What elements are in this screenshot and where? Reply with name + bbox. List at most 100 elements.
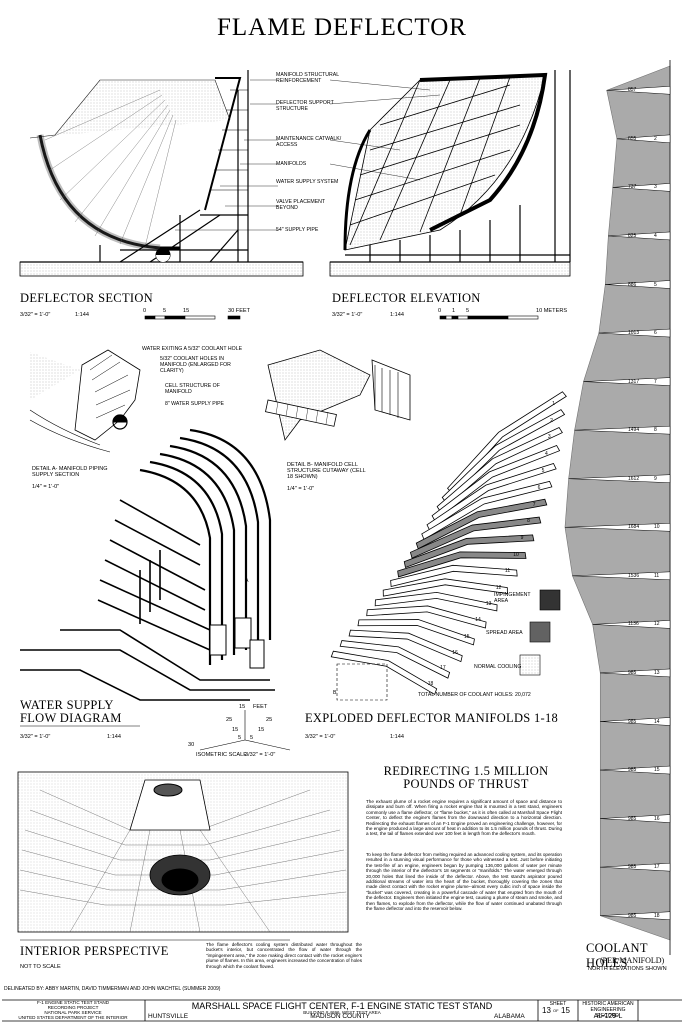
manifold-16 [348,629,463,663]
tb-record-id: AL-129-L [593,1013,623,1020]
tb-county: MADISON COUNTY [310,1013,370,1020]
interior-perspective-drawing [17,771,349,933]
coolant-count: 1536 [628,572,640,579]
coolant-manifold-index: 3 [654,184,657,191]
manifold-legend [336,589,561,701]
water-supply-piping [20,428,275,701]
coolant-manifold-index: 13 [654,669,660,676]
coolant-count: 1136 [628,621,639,628]
tb-sheet-of: OF [553,1008,559,1013]
iso-tick-5: 15 [258,727,265,733]
coolant-row-marker [600,911,671,920]
elevation-bar-2: 5 [466,308,470,314]
detail-a-callout-holes: 5/32" COOLANT HOLES IN MANIFOLD (ENLARGE… [160,356,231,374]
iso-scale-value: 3/32" = 1'-0" [245,752,276,758]
manifold-number: 18 [427,681,434,688]
manifold-18 [330,650,438,696]
manifold-number: 14 [475,617,481,624]
manifold-number: 6 [537,484,541,491]
water-supply-scale: 3/32" = 1'-0" [20,734,51,740]
detail-mark-a: A [245,578,249,584]
coolant-holes-chart [564,60,671,955]
deflector-section-drawing [19,70,304,277]
interior-note: NOT TO SCALE [20,964,61,970]
manifold-number: 9 [520,535,524,542]
coolant-subtitle: (PER MANIFOLD) [600,956,665,965]
detail-b-caption: DETAIL B- MANIFOLD CELL STRUCTURE CUTAWA… [287,462,366,480]
manifold-8 [409,516,542,559]
manifold-number: 2 [550,417,553,424]
coolant-row-marker [606,86,671,95]
elevation-scale: 3/32" = 1'-0" [332,312,363,318]
tb-left-3: NATIONAL PARK SERVICE [44,1010,102,1015]
coolant-row-marker [608,231,671,241]
coolant-count: 857 [628,87,637,94]
elevation-bar-0: 0 [438,308,442,314]
section-bar-0: 0 [143,308,147,314]
coolant-count: 1317 [628,378,640,385]
exploded-scale: 3/32" = 1'-0" [305,734,336,740]
iso-tick-3: 5 [238,735,242,741]
elevation-bar-3: 10 METERS [536,308,568,314]
coolant-count: 1494 [628,427,640,434]
coolant-row-marker [600,862,671,872]
iso-tick-7: 30 [188,742,195,748]
tb-sheet: 13 [542,1006,551,1015]
coolant-row-marker [574,425,671,435]
coolant-count: 655 [628,135,637,142]
legend-impingement: IMPINGEMENT AREA [494,592,531,604]
interior-caption: The flame deflector's cooling system dis… [206,942,362,969]
iso-tick-4: 5 [250,735,254,741]
manifold-number: 15 [464,633,470,640]
section-bar-3: 30 FEET [228,308,251,314]
isometric-scale [199,710,291,751]
iso-tick-2: 15 [232,727,239,733]
coolant-count: 1013 [628,330,640,337]
section-scale: 3/32" = 1'-0" [20,312,51,318]
iso-feet: FEET [253,704,268,710]
manifold-number: 10 [513,551,519,558]
detail-a-callout-cell: CELL STRUCTURE OF MANIFOLD [165,383,220,395]
detail-mark-b: B [333,690,337,696]
manifold-number: 16 [452,649,458,656]
coolant-row-marker [600,717,671,726]
manifold-number: 7 [532,501,536,508]
manifold-number: 3 [547,434,551,441]
manifold-number: 13 [485,601,492,608]
title-block-lines [2,725,682,1022]
iso-tick-6: 25 [266,717,273,723]
coolant-count: 1684 [628,524,640,531]
coolant-manifold-index: 11 [654,572,660,579]
coolant-note: NORTH ELEVATIONS SHOWN [588,966,667,972]
coolant-manifold-index: 12 [654,621,660,628]
delineated-by: DELINEATED BY: ABBY MARTIN, DAVID TIMMER… [4,986,221,992]
callout-water-supply: WATER SUPPLY SYSTEM [276,179,339,185]
coolant-row-marker [583,377,671,386]
tb-sheet-total: 15 [561,1006,570,1015]
coolant-count: 985 [628,718,637,725]
coolant-manifold-index: 18 [654,912,660,919]
manifold-9 [403,534,535,569]
detail-b-drawing [265,349,411,441]
coolant-manifold-index: 5 [654,281,657,288]
tb-left-2: RECORDING PROJECT [47,1005,99,1010]
manifold-number: 8 [527,518,530,525]
coolant-row-marker [600,668,671,678]
coolant-manifold-index: 2 [654,135,657,142]
coolant-count: 737 [628,184,637,191]
tb-main: MARSHALL SPACE FLIGHT CENTER, F-1 ENGINE… [191,1001,493,1011]
coolant-row-marker [605,280,671,289]
coolant-count: 1612 [628,475,640,482]
tb-left-4: UNITED STATES DEPARTMENT OF THE INTERIOR [18,1015,128,1020]
water-supply-title-2: FLOW DIAGRAM [20,711,122,725]
coolant-manifold-index: 10 [654,524,660,531]
scale-bars [144,315,539,320]
redirecting-paragraph-2: To keep the flame deflector from melting… [366,852,562,912]
manifold-number: 17 [440,665,446,672]
coolant-row-marker [564,523,671,532]
coolant-row-marker [600,765,671,775]
legend-spread: SPREAD AREA [486,630,523,636]
section-bar-1: 5 [163,308,167,314]
manifold-12 [382,578,508,597]
